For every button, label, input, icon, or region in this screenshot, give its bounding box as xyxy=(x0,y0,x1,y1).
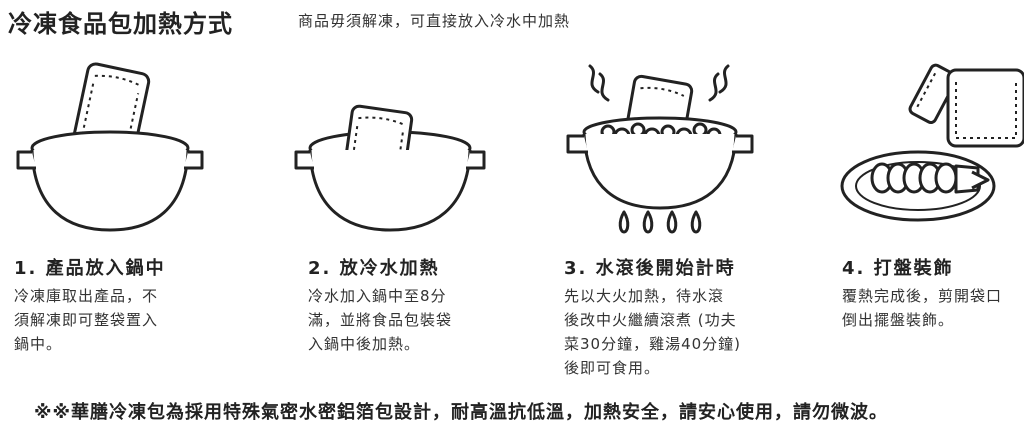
step-3-desc-line: 後即可食用。 xyxy=(564,359,661,377)
page-subtitle: 商品毋須解凍，可直接放入冷水中加熱 xyxy=(298,12,571,30)
page-title: 冷凍食品包加熱方式 xyxy=(8,10,233,38)
step-1-desc-line: 冷凍庫取出產品，不 xyxy=(14,287,159,305)
step-2-title: 2. 放冷水加熱 xyxy=(308,258,440,279)
step-4-description: 覆熱完成後，剪開袋口 倒出擺盤裝飾。 xyxy=(842,284,1002,332)
step-1-desc-line: 須解凍即可整袋置入 xyxy=(14,311,159,329)
step-2-description: 冷水加入鍋中至8分 滿，並將食品包裝袋 入鍋中後加熱。 xyxy=(308,284,452,356)
boiling-pot-flame-icon xyxy=(560,60,760,240)
step-2-desc-line: 滿，並將食品包裝袋 xyxy=(308,311,453,329)
step-1-description: 冷凍庫取出產品，不 須解凍即可整袋置入 鍋中。 xyxy=(14,284,158,356)
pot-with-bag-icon xyxy=(10,60,210,240)
step-4-desc-line: 倒出擺盤裝飾。 xyxy=(842,311,955,329)
step-1-title: 1. 產品放入鍋中 xyxy=(14,258,166,279)
step-2-desc-line: 冷水加入鍋中至8分 xyxy=(308,287,447,305)
step-1-desc-line: 鍋中。 xyxy=(14,335,63,353)
step-4-desc-line: 覆熱完成後，剪開袋口 xyxy=(842,287,1003,305)
step-4-title: 4. 打盤裝飾 xyxy=(842,258,954,279)
step-3-desc-line: 菜30分鐘，雞湯40分鐘) xyxy=(564,335,742,353)
step-3-description: 先以大火加熱，待水滾 後改中火繼續滾煮 (功夫 菜30分鐘，雞湯40分鐘) 後即… xyxy=(564,284,741,380)
step-3-title: 3. 水滾後開始計時 xyxy=(564,258,736,279)
pot-with-water-icon xyxy=(290,60,490,240)
cut-bag-plate-icon xyxy=(840,60,1024,240)
footer-note: ※※華膳冷凍包為採用特殊氣密水密鋁箔包設計，耐高溫抗低溫，加熱安全，請安心使用，… xyxy=(34,402,888,423)
step-3-desc-line: 先以大火加熱，待水滾 xyxy=(564,287,725,305)
step-2-desc-line: 入鍋中後加熱。 xyxy=(308,335,421,353)
step-3-desc-line: 後改中火繼續滾煮 (功夫 xyxy=(564,311,737,329)
